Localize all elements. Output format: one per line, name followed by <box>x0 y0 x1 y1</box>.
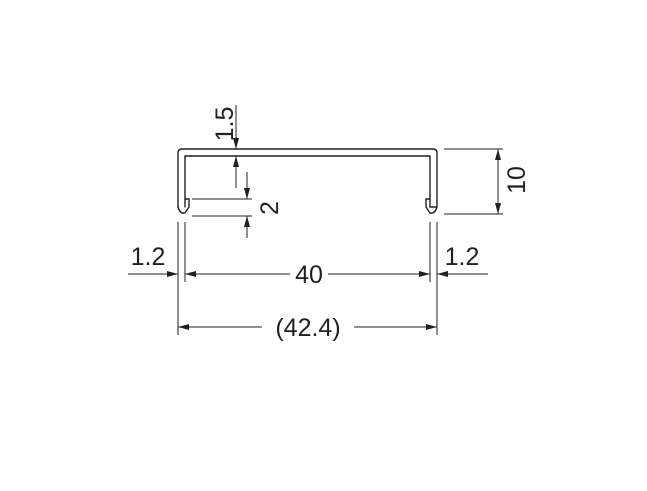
dim-label-10: 10 <box>503 166 531 194</box>
dim-inner-width: 40 <box>185 261 430 289</box>
arrowhead <box>437 271 448 277</box>
left-lip <box>177 198 190 214</box>
dim-label-42-4: (42.4) <box>275 314 340 342</box>
width-extension-lines <box>177 222 438 335</box>
profile-inner-edge <box>184 155 431 208</box>
arrowhead <box>178 324 189 330</box>
dim-outer-width: (42.4) <box>178 314 437 342</box>
arrowhead <box>233 156 239 167</box>
dim-label-2: 2 <box>256 201 284 215</box>
dim-label-1-5: 1.5 <box>211 107 239 142</box>
arrowhead <box>244 216 250 227</box>
arrowhead <box>167 271 178 277</box>
channel-profile <box>177 148 438 214</box>
arrowhead <box>495 149 501 160</box>
dim-label-left-1-2: 1.2 <box>131 243 166 271</box>
arrowhead <box>495 203 501 214</box>
arrowhead <box>244 188 250 199</box>
right-lip <box>425 198 438 214</box>
arrowhead <box>233 138 239 149</box>
arrowhead <box>185 271 196 277</box>
dim-right-wall: 1.2 <box>437 243 488 277</box>
dim-lip-height: 2 <box>192 172 284 238</box>
arrowhead <box>419 271 430 277</box>
dim-label-right-1-2: 1.2 <box>445 243 480 271</box>
arrowhead <box>426 324 437 330</box>
dim-left-wall: 1.2 <box>128 243 178 277</box>
dim-label-40: 40 <box>295 261 323 289</box>
profile-outer-edge <box>177 148 438 208</box>
dim-overall-height: 10 <box>444 148 531 215</box>
dim-flange-thickness: 1.5 <box>185 105 239 188</box>
